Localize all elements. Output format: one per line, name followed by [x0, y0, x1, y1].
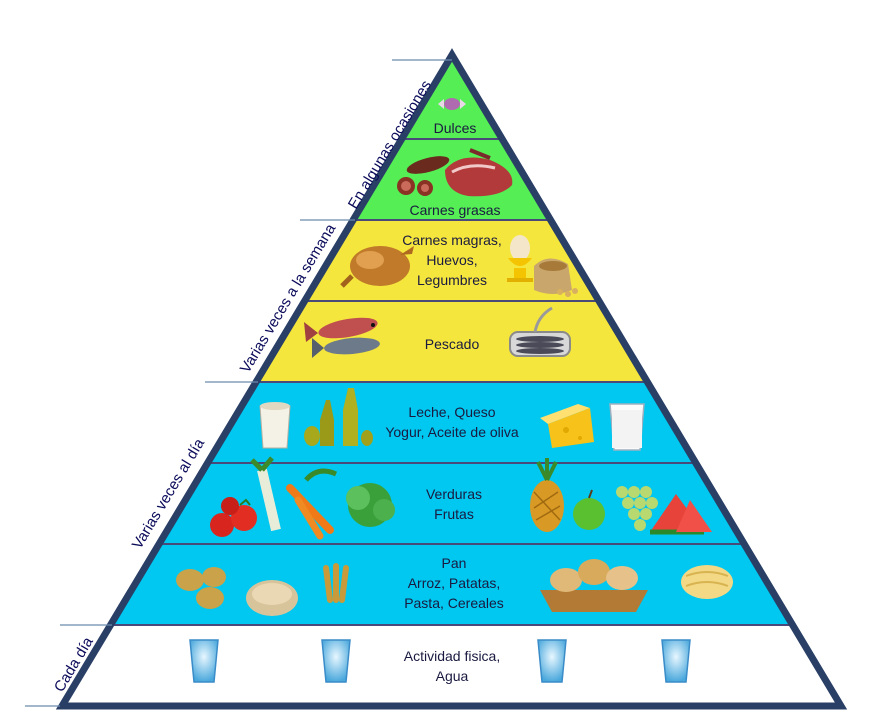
tier-label-carnes-magras: Carnes magras, Huevos, Legumbres	[402, 232, 502, 288]
yogurt-icon	[259, 402, 291, 449]
tier-label-line: Leche, Queso	[408, 404, 495, 420]
pineapple-icon	[530, 458, 564, 532]
cheese-icon	[540, 404, 594, 448]
water-glass-icon	[537, 639, 567, 683]
leek-icon	[250, 456, 281, 532]
band-occasional	[62, 55, 841, 220]
tier-label-line: Pasta, Cereales	[404, 595, 504, 611]
sausage-icon	[397, 156, 450, 196]
olive-oil-icon	[304, 388, 373, 446]
tier-label-line: Agua	[436, 668, 469, 684]
lettuce-icon	[346, 483, 395, 527]
tier-label-actividad-agua: Actividad fisica, Agua	[404, 648, 500, 684]
rice-icon	[246, 580, 298, 616]
tier-label-line: Arroz, Patatas,	[408, 575, 501, 591]
fish-icon	[304, 317, 380, 358]
sardine-tin-icon	[509, 306, 571, 357]
tier-label-line: Frutas	[434, 506, 474, 522]
tomatoes-icon	[210, 497, 257, 537]
tier-label-pescado: Pescado	[425, 336, 480, 352]
tier-label-line: Carnes grasas	[409, 202, 500, 218]
water-glass-icon	[661, 639, 691, 683]
tier-label-line: Carnes magras,	[402, 232, 502, 248]
grapes-icon	[616, 486, 658, 531]
pyramid-outline	[55, 48, 848, 710]
tier-label-line: Pan	[442, 555, 467, 571]
tier-label-line: Pescado	[425, 336, 480, 352]
legumes-sack-icon	[534, 258, 578, 297]
tier-label-line: Yogur, Aceite de oliva	[385, 424, 519, 440]
tier-labels: Dulces Carnes grasas Carnes magras, Huevo…	[385, 120, 519, 684]
watermelon-icon	[650, 494, 712, 535]
carrots-icon	[286, 468, 338, 540]
water-glass-icon	[189, 639, 219, 683]
roast-chicken-icon	[340, 246, 414, 288]
tier-label-line: Legumbres	[417, 272, 487, 288]
bread-basket-icon	[540, 559, 648, 612]
tier-label-carnes-grasas: Carnes grasas	[409, 202, 500, 218]
milk-glass-icon	[609, 403, 645, 451]
red-meat-icon	[445, 148, 513, 197]
tier-label-line: Dulces	[434, 120, 477, 136]
band-every-day	[62, 625, 841, 706]
tier-label-line: Verduras	[426, 486, 482, 502]
tier-label-line: Huevos,	[426, 252, 477, 268]
water-glass-icon	[321, 639, 351, 683]
tier-label-dulces: Dulces	[434, 120, 477, 136]
wheat-icon	[323, 563, 349, 603]
apple-icon	[573, 489, 605, 530]
potatoes-icon	[176, 567, 226, 609]
tier-label-line: Actividad fisica,	[404, 648, 500, 664]
candy-icon	[438, 98, 466, 110]
pasta-icon	[681, 565, 733, 599]
egg-cup-icon	[507, 235, 533, 282]
frequency-brackets	[25, 59, 452, 707]
